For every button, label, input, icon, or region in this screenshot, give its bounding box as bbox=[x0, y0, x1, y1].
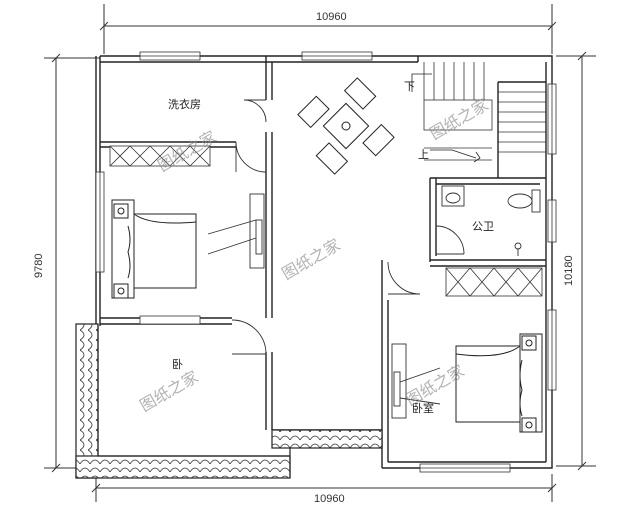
stair-up-label: 上 bbox=[418, 148, 429, 161]
dimension-left-label: 9780 bbox=[33, 254, 45, 278]
room-label-bathroom: 公卫 bbox=[472, 220, 494, 233]
balcony bbox=[75, 323, 383, 479]
dimension-right-label: 10180 bbox=[563, 255, 575, 286]
wardrobe-right-bedroom bbox=[445, 267, 543, 297]
stair-down-label: 下 bbox=[404, 80, 415, 93]
room-label-right-bedroom: 卧室 bbox=[412, 401, 434, 415]
doors bbox=[231, 99, 465, 355]
toilet bbox=[507, 189, 541, 213]
room-label-lower-left: 卧 bbox=[172, 358, 183, 371]
tv-unit-right bbox=[391, 343, 441, 419]
wardrobe-laundry bbox=[109, 145, 211, 167]
dimension-bottom-label: 10960 bbox=[314, 493, 345, 505]
dimension-bottom bbox=[91, 474, 557, 502]
dimension-top bbox=[99, 4, 557, 54]
sink bbox=[441, 185, 465, 207]
bed-left bbox=[111, 199, 197, 299]
dimension-left bbox=[44, 53, 100, 473]
stair-cabinet bbox=[423, 99, 493, 131]
bed-right bbox=[455, 333, 543, 433]
windows bbox=[95, 51, 557, 473]
dimension-right bbox=[556, 51, 596, 471]
floor-drain bbox=[514, 242, 522, 256]
room-label-laundry: 洗衣房 bbox=[168, 97, 201, 111]
staircase bbox=[411, 62, 546, 163]
watermark: 图纸之家 bbox=[137, 367, 202, 415]
watermark: 图纸之家 bbox=[279, 235, 344, 283]
table-set bbox=[297, 77, 395, 175]
dimension-top-label: 10960 bbox=[316, 11, 347, 23]
tv-unit-left bbox=[207, 193, 265, 269]
